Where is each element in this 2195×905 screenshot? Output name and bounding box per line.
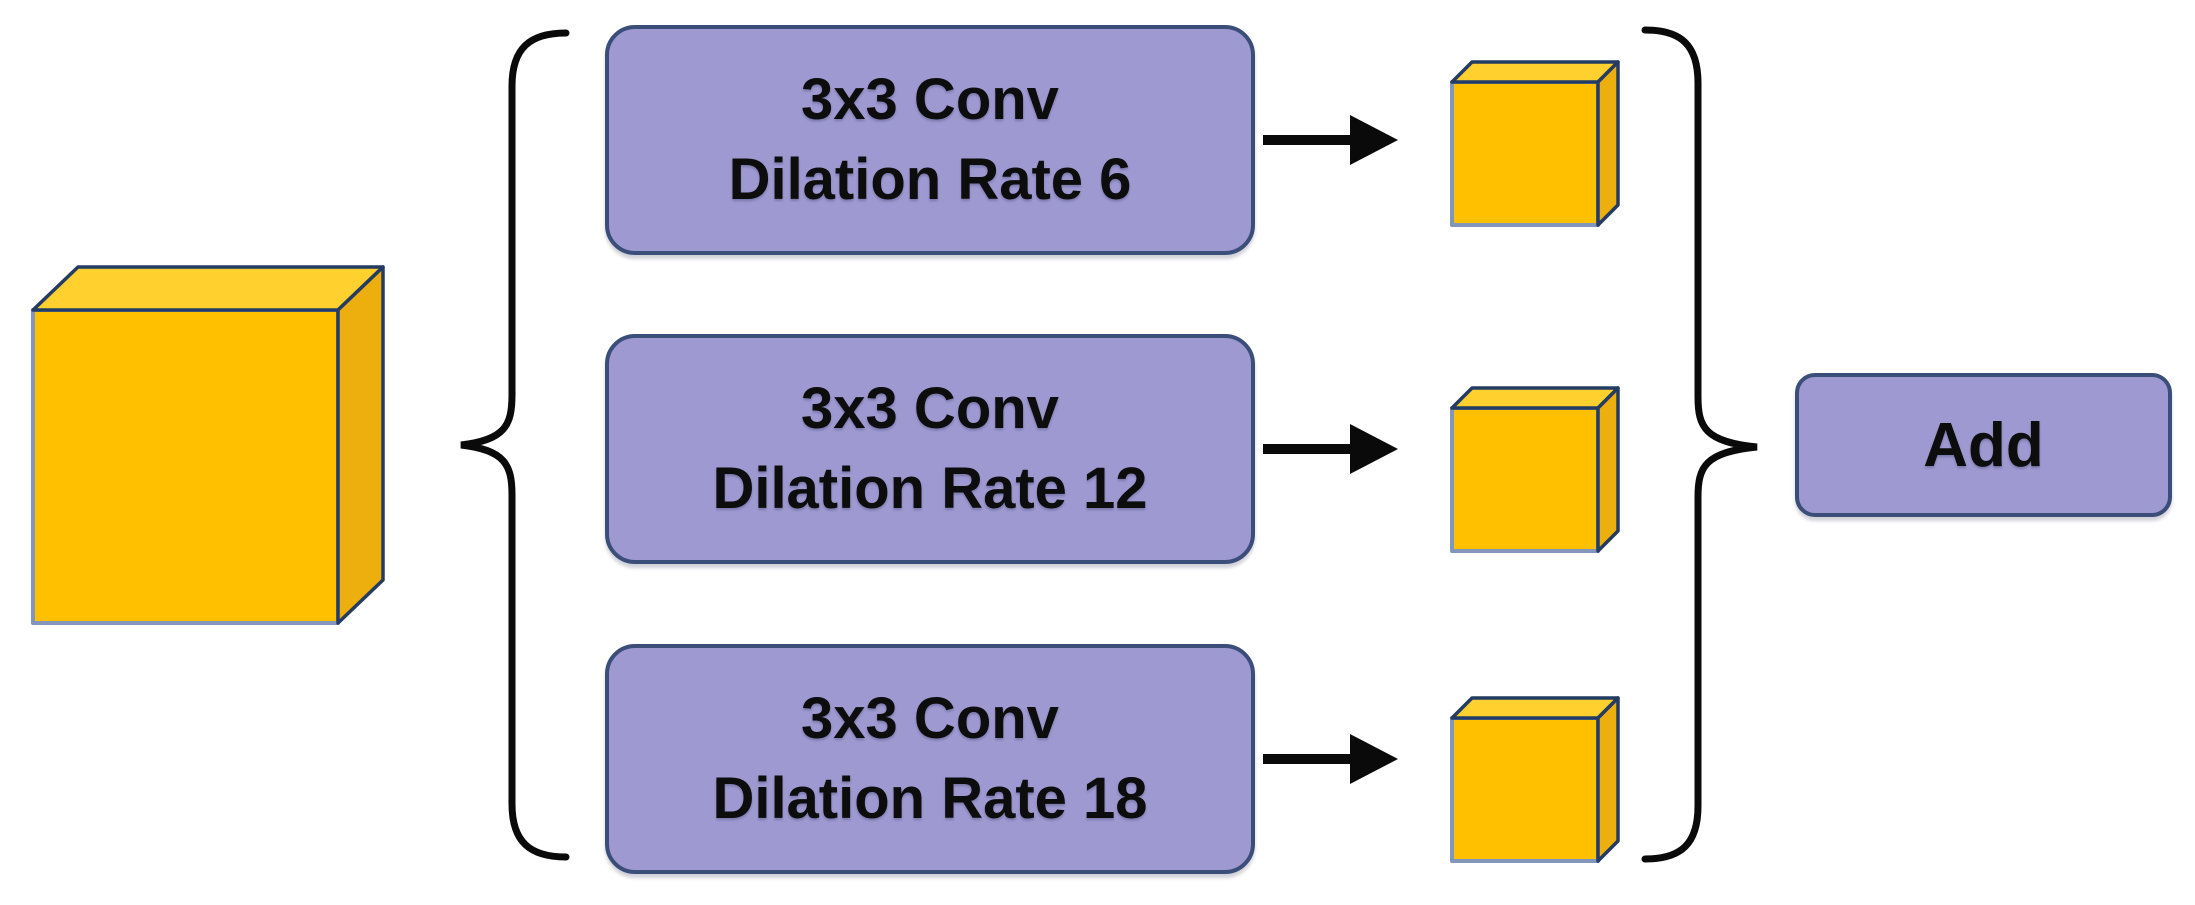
cube-side-face — [1596, 60, 1620, 227]
arrow-right-icon — [1263, 424, 1398, 474]
arrow-right-icon — [1263, 115, 1398, 165]
cube-side-face — [336, 265, 385, 625]
cube-top-face — [1450, 60, 1620, 84]
left-curly-brace-icon — [460, 29, 570, 861]
conv-box-dilation-18: 3x3 Conv Dilation Rate 18 — [605, 644, 1255, 874]
conv-box-line1: 3x3 Conv — [801, 66, 1059, 132]
cube-front-face — [1450, 80, 1600, 227]
add-label: Add — [1923, 410, 2044, 480]
cube-front-face — [1450, 716, 1600, 863]
conv-box-line2: Dilation Rate 12 — [712, 456, 1148, 521]
cube-front-face — [1450, 406, 1600, 553]
output-feature-map-cube — [1450, 696, 1620, 863]
cube-top-face — [1450, 386, 1620, 410]
output-feature-map-cube — [1450, 60, 1620, 227]
cube-side-face — [1596, 386, 1620, 553]
conv-box-line2: Dilation Rate 18 — [712, 766, 1148, 831]
right-curly-brace-icon — [1641, 26, 1758, 863]
conv-box-line1: 3x3 Conv — [801, 375, 1059, 441]
output-feature-map-cube — [1450, 386, 1620, 553]
add-box: Add — [1795, 373, 2172, 517]
cube-front-face — [31, 308, 340, 625]
conv-box-line1: 3x3 Conv — [801, 685, 1059, 751]
cube-top-face — [1450, 696, 1620, 720]
arrow-right-icon — [1263, 734, 1398, 784]
conv-box-dilation-6: 3x3 Conv Dilation Rate 6 — [605, 25, 1255, 255]
conv-box-dilation-12: 3x3 Conv Dilation Rate 12 — [605, 334, 1255, 564]
cube-top-face — [31, 265, 385, 312]
cube-side-face — [1596, 696, 1620, 863]
conv-box-line2: Dilation Rate 6 — [728, 147, 1132, 212]
input-feature-map-cube — [31, 265, 385, 625]
